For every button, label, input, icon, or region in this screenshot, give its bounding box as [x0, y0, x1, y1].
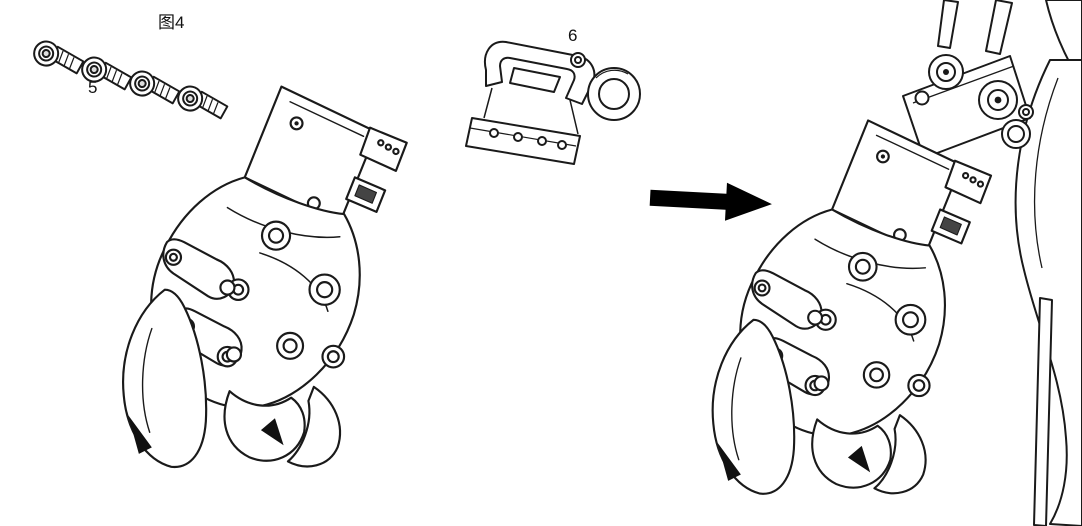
bracket-part	[465, 40, 641, 165]
screw-icon	[174, 83, 231, 121]
screw-icon	[30, 38, 87, 76]
gripper-assembly-left	[122, 85, 408, 469]
screw-icon	[126, 68, 183, 106]
screws-group	[30, 38, 231, 121]
arrow-right-icon	[649, 182, 772, 221]
part-label-screws: 5	[88, 78, 98, 97]
arm-rod	[937, 0, 959, 49]
gripper-assembly-right	[711, 119, 993, 495]
figure-title: 图4	[158, 13, 185, 32]
part-label-bracket: 6	[568, 26, 578, 45]
robot-arm	[902, 0, 1082, 526]
bracket-handle	[484, 40, 596, 105]
arm-rod	[985, 0, 1013, 55]
arm-rod	[1033, 297, 1053, 526]
